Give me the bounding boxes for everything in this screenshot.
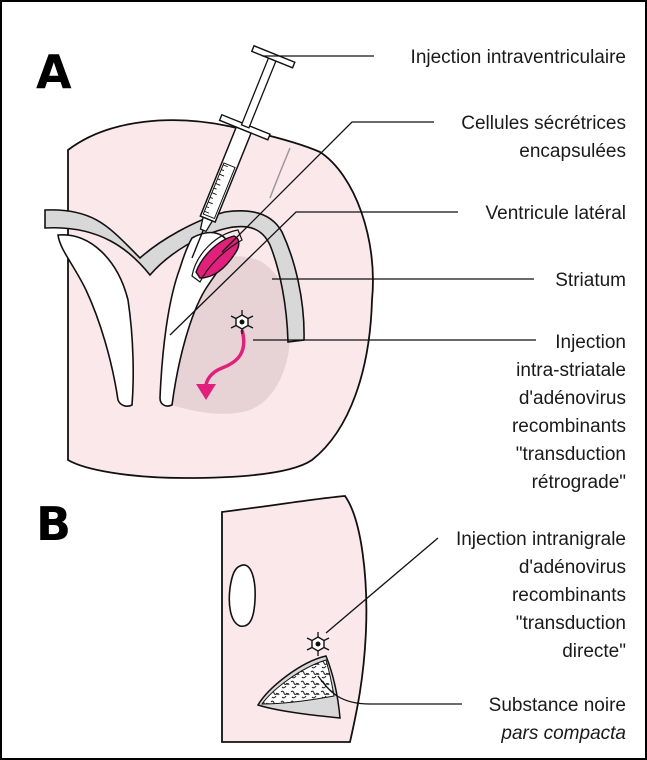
label-striatal-3: d'adénovirus — [519, 388, 626, 409]
label-striatal-1: Injection — [555, 332, 626, 353]
panel-b-letter: B — [36, 497, 71, 551]
label-striatal-6: rétrograde" — [532, 472, 626, 493]
label-nigral-2: d'adénovirus — [519, 557, 626, 578]
label-striatal-2: intra-striatale — [516, 360, 626, 381]
label-substantia-2: pars compacta — [500, 723, 626, 744]
label-injection-ventricular: Injection intraventriculaire — [411, 47, 626, 68]
label-nigral-3: recombinants — [512, 585, 626, 606]
brain-section-a — [45, 120, 373, 478]
label-striatal-4: recombinants — [512, 416, 626, 437]
label-striatal-5: "transduction — [516, 444, 626, 465]
panel-a-letter: A — [36, 45, 72, 99]
label-ventricle: Ventricule latéral — [486, 203, 626, 224]
label-cells-line1: Cellules sécrétrices — [461, 113, 626, 134]
label-nigral-4: "transduction — [516, 613, 626, 634]
label-striatum: Striatum — [555, 270, 626, 291]
aqueduct-cavity — [229, 565, 255, 626]
label-nigral-5: directe" — [562, 641, 626, 662]
brain-section-b — [222, 496, 366, 742]
labels: Injection intraventriculaire Cellules sé… — [411, 47, 626, 744]
label-nigral-1: Injection intranigrale — [456, 529, 626, 550]
label-substantia-1: Substance noire — [489, 695, 626, 716]
label-cells-line2: encapsulées — [519, 141, 626, 162]
